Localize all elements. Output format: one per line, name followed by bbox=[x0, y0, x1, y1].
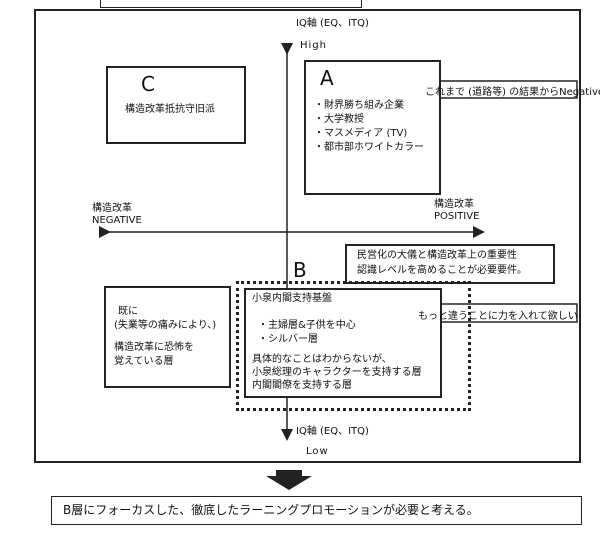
quadrant-b-item-1: ・主婦層&子供を中心 bbox=[258, 320, 356, 331]
down-arrow bbox=[266, 476, 312, 490]
quadrant-d-line-1: 既に bbox=[118, 306, 138, 317]
low-label: Low bbox=[306, 446, 329, 457]
callout-a-text: これまで (道路等) の結果からNegative bbox=[425, 87, 600, 98]
high-label: High bbox=[300, 40, 327, 51]
quadrant-a-item-1: ・財界勝ち組み企業 bbox=[314, 100, 404, 111]
quadrant-b-desc-1: 具体的なことはわからないが、 bbox=[252, 354, 392, 365]
positive-label-en: POSITIVE bbox=[434, 211, 480, 222]
note-line-2: 認識レベルを高めることが必要要件。 bbox=[357, 265, 527, 276]
callout-b-text: もっと違うことに力を入れて欲しい bbox=[418, 311, 578, 322]
negative-label-en: NEGATIVE bbox=[92, 215, 142, 226]
quadrant-b-desc-3: 内閣閣僚を支持する層 bbox=[252, 380, 352, 391]
quadrant-b-dotted-frame bbox=[236, 281, 471, 411]
quadrant-a-box: A ・財界勝ち組み企業 ・大学教授 ・マスメディア (TV) ・都市部ホワイトカ… bbox=[304, 60, 441, 195]
quadrant-b-item-2: ・シルバー層 bbox=[258, 334, 318, 345]
vertical-axis-top-label: IQ軸 (EQ、ITQ) bbox=[296, 18, 369, 29]
quadrant-b-desc-2: 小泉総理のキャラクターを支持する層 bbox=[252, 367, 422, 378]
quadrant-d-line-3: 構造改革に恐怖を bbox=[114, 342, 194, 353]
quadrant-b-title: 小泉内閣支持基盤 bbox=[252, 293, 332, 304]
quadrant-c-box: C 構造改革抵抗守旧派 bbox=[106, 66, 246, 144]
diagram-frame bbox=[34, 9, 581, 463]
quadrant-c-text: 構造改革抵抗守旧派 bbox=[125, 104, 215, 115]
note-box: 民営化の大儀と構造改革上の重要性 認識レベルを高めることが必要要件。 bbox=[345, 244, 555, 284]
down-arrow-stem bbox=[276, 470, 302, 477]
quadrant-d-box: 既に (失業等の痛みにより、) 構造改革に恐怖を 覚えている層 bbox=[104, 286, 231, 388]
quadrant-a-letter: A bbox=[320, 66, 334, 90]
conclusion-text: B層にフォーカスした、徹底したラーニングプロモーションが必要と考える。 bbox=[63, 503, 479, 517]
header-bar bbox=[100, 0, 362, 8]
quadrant-c-letter: C bbox=[141, 72, 155, 96]
quadrant-d-line-2: (失業等の痛みにより、) bbox=[114, 320, 217, 331]
vertical-axis-bottom-label: IQ軸 (EQ、ITQ) bbox=[296, 426, 369, 437]
quadrant-d-line-4: 覚えている層 bbox=[114, 356, 174, 367]
quadrant-a-item-3: ・マスメディア (TV) bbox=[314, 128, 408, 139]
negative-label-jp: 構造改革 bbox=[92, 203, 132, 214]
quadrant-b-box: 小泉内閣支持基盤 ・主婦層&子供を中心 ・シルバー層 具体的なことはわからないが… bbox=[244, 288, 442, 398]
positive-label-jp: 構造改革 bbox=[434, 199, 474, 210]
quadrant-a-item-2: ・大学教授 bbox=[314, 114, 364, 125]
quadrant-b-letter: B bbox=[293, 258, 307, 282]
note-line-1: 民営化の大儀と構造改革上の重要性 bbox=[357, 250, 517, 261]
quadrant-a-item-4: ・都市部ホワイトカラー bbox=[314, 142, 424, 153]
conclusion-box: B層にフォーカスした、徹底したラーニングプロモーションが必要と考える。 bbox=[51, 496, 582, 525]
